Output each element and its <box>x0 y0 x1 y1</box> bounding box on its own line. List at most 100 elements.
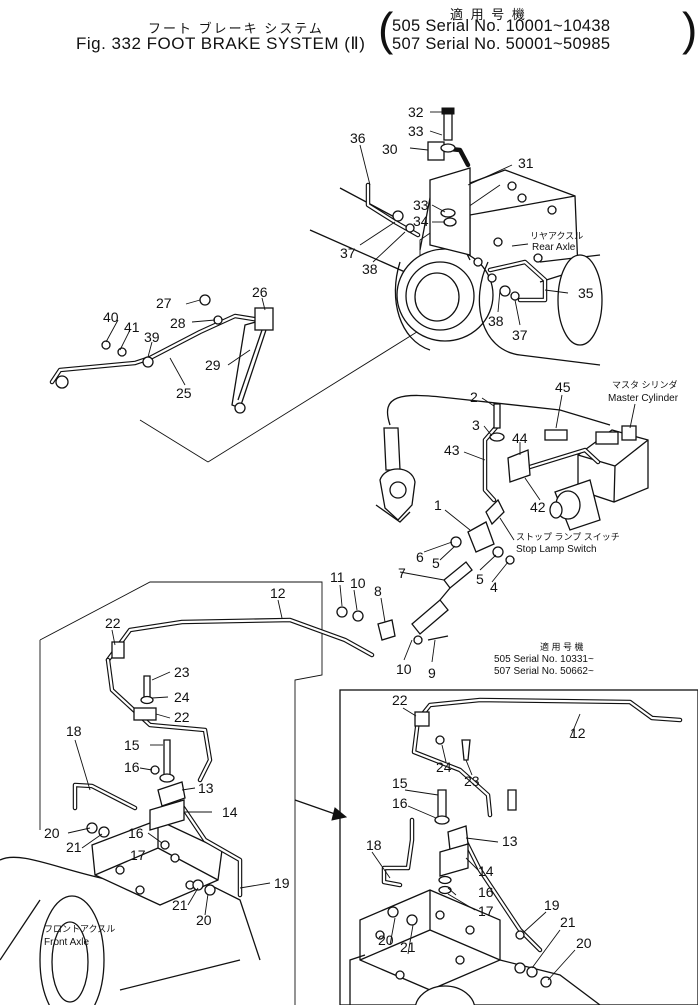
callout-28: 28 <box>170 315 186 331</box>
inset-callout-21-left: 21 <box>400 939 416 955</box>
callout-20-right: 20 <box>196 912 212 928</box>
serial-range-505: 505 Serial No. 10001~10438 <box>392 17 611 35</box>
callout-42: 42 <box>530 499 546 515</box>
inset-callout-23: 23 <box>464 773 480 789</box>
callout-23: 23 <box>174 664 190 680</box>
master-cylinder-label-jp: マスタ シリンダ <box>612 379 678 390</box>
callout-1: 1 <box>434 497 442 513</box>
inset-callout-17: 17 <box>478 903 494 919</box>
callout-45: 45 <box>555 379 571 395</box>
callout-leaders <box>67 111 581 981</box>
callout-38-left: 38 <box>362 261 378 277</box>
rear-axle-label: Rear Axle <box>532 242 576 253</box>
callout-41: 41 <box>124 319 140 335</box>
callout-26: 26 <box>252 284 268 300</box>
callout-11: 11 <box>330 569 345 585</box>
inset-applicability-jp: 適 用 号 機 <box>540 641 584 652</box>
inset-callout-14: 14 <box>478 863 494 879</box>
callout-15: 15 <box>124 737 140 753</box>
callout-21-left: 21 <box>66 839 82 855</box>
callout-21-right: 21 <box>172 897 188 913</box>
master-cylinder-group <box>336 394 649 645</box>
callout-7: 7 <box>398 565 406 581</box>
serial-bracket-right: ) <box>682 3 698 55</box>
callout-9: 9 <box>428 665 436 681</box>
inset-later-serial <box>339 689 698 1005</box>
callout-25: 25 <box>176 385 192 401</box>
callout-16-lower: 16 <box>128 825 144 841</box>
stop-lamp-switch-label: Stop Lamp Switch <box>516 544 597 555</box>
callout-31: 31 <box>518 155 534 171</box>
callout-35: 35 <box>578 285 594 301</box>
inset-callout-15: 15 <box>392 775 408 791</box>
inset-frame <box>339 689 698 1005</box>
callout-19: 19 <box>274 875 290 891</box>
component-labels: リヤアクスル Rear Axle マスタ シリンダ Master Cylinde… <box>44 231 679 948</box>
inset-callout-20-left: 20 <box>378 932 394 948</box>
inset-callout-24: 24 <box>436 759 452 775</box>
front-axle-label-jp: フロントアクスル <box>44 924 115 934</box>
callout-17: 17 <box>130 847 146 863</box>
callout-37-right: 37 <box>512 327 528 343</box>
callout-14: 14 <box>222 804 238 820</box>
inset-callout-12: 12 <box>570 725 586 741</box>
inset-callout-21-right: 21 <box>560 914 576 930</box>
callout-20-left: 20 <box>44 825 60 841</box>
callouts-lower-right: 22 12 24 23 15 16 13 18 14 16 17 19 21 2… <box>366 692 592 955</box>
callout-34: 34 <box>413 213 429 229</box>
callout-16-upper: 16 <box>124 759 140 775</box>
callout-6: 6 <box>416 549 424 565</box>
callout-22-top: 22 <box>105 615 121 631</box>
inset-serial-507: 507 Serial No. 50662~ <box>494 666 594 677</box>
front-axle-group-left <box>0 581 375 1005</box>
callout-10-upper: 10 <box>350 575 366 591</box>
inset-callout-16-lower: 16 <box>478 884 494 900</box>
callout-8: 8 <box>374 583 382 599</box>
applicability-japanese: 適 用 号 機 <box>450 7 527 22</box>
callout-32: 32 <box>408 104 424 120</box>
figure-title: Fig. 332 FOOT BRAKE SYSTEM (Ⅱ) <box>76 34 366 53</box>
callout-30: 30 <box>382 141 398 157</box>
callout-3: 3 <box>472 417 480 433</box>
callout-5-right: 5 <box>476 571 484 587</box>
callouts-top: 32 33 30 31 36 33 34 37 38 38 37 35 26 2… <box>103 104 594 401</box>
callout-44: 44 <box>512 430 528 446</box>
inset-serial-505: 505 Serial No. 10331~ <box>494 654 594 665</box>
master-cylinder-label: Master Cylinder <box>608 393 679 404</box>
callout-39: 39 <box>144 329 160 345</box>
serial-range-507: 507 Serial No. 50001~50985 <box>392 35 611 53</box>
callout-2: 2 <box>470 389 478 405</box>
inset-callout-16-upper: 16 <box>392 795 408 811</box>
title-japanese: フート ブレーキ システム <box>148 21 324 36</box>
callout-18: 18 <box>66 723 82 739</box>
callout-36: 36 <box>350 130 366 146</box>
inset-callout-13: 13 <box>502 833 518 849</box>
callout-5-left: 5 <box>432 555 440 571</box>
callout-12: 12 <box>270 585 286 601</box>
callout-43: 43 <box>444 442 460 458</box>
inset-callout-20-right: 20 <box>576 935 592 951</box>
callout-38-right: 38 <box>488 313 504 329</box>
callout-22-bottom: 22 <box>174 709 190 725</box>
stop-lamp-switch-label-jp: ストップ ランプ スイッチ <box>516 532 620 542</box>
callout-40: 40 <box>103 309 119 325</box>
serial-bracket-left: ( <box>378 3 394 55</box>
inset-callout-22: 22 <box>392 692 408 708</box>
rear-axle-label-jp: リヤアクスル <box>530 231 583 241</box>
front-axle-label: Front Axle <box>44 937 89 948</box>
callout-33: 33 <box>408 123 424 139</box>
pedal-linkage-group <box>49 294 274 414</box>
callout-13: 13 <box>198 780 214 796</box>
callout-10-lower: 10 <box>396 661 412 677</box>
callout-27: 27 <box>156 295 172 311</box>
callout-37-left: 37 <box>340 245 356 261</box>
rear-axle-group <box>139 107 603 463</box>
callout-4: 4 <box>490 579 498 595</box>
callout-24: 24 <box>174 689 190 705</box>
callouts-lower-left: 12 22 23 24 22 18 15 16 13 14 20 21 16 1… <box>44 585 290 928</box>
callout-33-lower: 33 <box>413 197 429 213</box>
callout-29: 29 <box>205 357 221 373</box>
inset-callout-19: 19 <box>544 897 560 913</box>
